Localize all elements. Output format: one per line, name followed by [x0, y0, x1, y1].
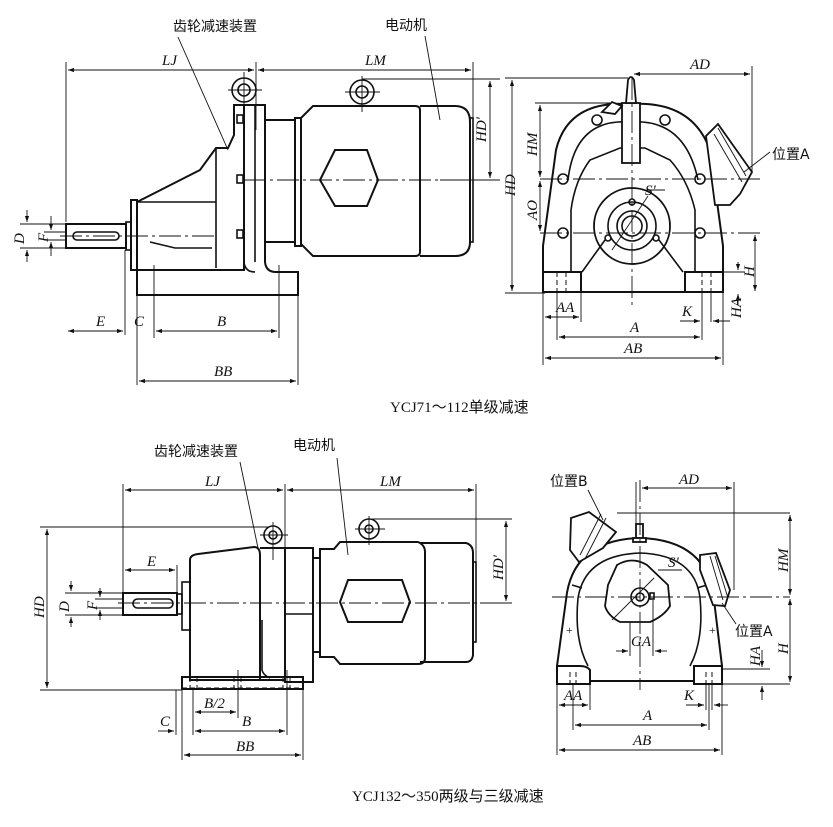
callout-motor-bottom: 电动机	[293, 438, 335, 454]
dim-label-d: D	[12, 233, 28, 245]
dim-label-ao: AO	[525, 200, 541, 221]
caption-top: YCJ71～112单级减速	[390, 399, 529, 416]
top-motor	[264, 76, 474, 257]
top-side-view: LJ LM HD' D F E C B BB 齿轮减速装置 电动机	[12, 18, 500, 385]
top-gear-unit	[130, 72, 299, 296]
dim-label-hm-bottom: HM	[776, 547, 792, 573]
dim-label-f-bottom: F	[85, 600, 101, 611]
dim-label-ha-bottom: HA	[748, 645, 764, 667]
dim-label-lj-bottom: LJ	[204, 474, 221, 490]
dim-label-lm: LM	[364, 53, 387, 69]
callout-motor-top: 电动机	[385, 18, 427, 34]
callout-gear-unit-bottom: 齿轮减速装置	[154, 444, 238, 460]
dim-label-h-top: H	[742, 265, 758, 278]
dim-label-f: F	[36, 232, 52, 243]
caption-bottom: YCJ132～350两级与三级减速	[352, 788, 544, 805]
dim-label-ab-top: AB	[623, 341, 642, 357]
dim-label-b-half: B/2	[204, 696, 225, 712]
dim-label-hd-prime: HD'	[474, 116, 490, 143]
dim-label-ad-top: AD	[689, 57, 710, 73]
bottom-side-view: LJ LM HD' HD D F E B/2	[32, 438, 512, 760]
dim-label-b: B	[217, 314, 226, 330]
dim-label-lm-bottom: LM	[379, 474, 402, 490]
dim-label-aa-top: AA	[555, 300, 575, 316]
dim-label-hd-bottom: HD	[32, 596, 48, 619]
dim-label-s-prime-bottom: S'	[668, 555, 680, 571]
dim-label-h-bottom: H	[776, 642, 792, 655]
top-end-view: HD HM AO H HA AD S' AA K A AB 位置A	[503, 57, 810, 365]
dim-label-hd-prime-bottom: HD'	[491, 554, 507, 581]
dim-label-a-top: A	[629, 320, 640, 336]
dim-label-hd-top-end: HD	[503, 174, 519, 197]
dim-label-hm: HM	[525, 131, 541, 157]
dim-label-d-bottom: D	[57, 601, 73, 613]
dim-label-ad-bottom: AD	[678, 472, 699, 488]
dim-label-ab-bottom: AB	[632, 733, 651, 749]
mark-plus-right: +	[709, 623, 716, 637]
callout-leader-motor	[424, 35, 441, 121]
dim-label-bb-bottom: BB	[236, 739, 254, 755]
bottom-motor	[312, 516, 477, 665]
callout-position-a-top: 位置A	[772, 147, 810, 163]
callout-gear-unit-top: 齿轮减速装置	[173, 19, 257, 35]
dim-label-lj: LJ	[161, 53, 178, 69]
dim-label-aa-bottom: AA	[563, 688, 583, 704]
dim-label-e: E	[95, 314, 105, 330]
callout-leader-gear-unit	[177, 36, 229, 151]
dim-label-c: C	[134, 314, 145, 330]
bottom-end-view: + + AD HM H HA GA S' AA	[550, 472, 793, 755]
mark-plus-left: +	[566, 623, 573, 637]
dim-label-c-bottom: C	[160, 714, 171, 730]
dim-label-a-bottom: A	[642, 708, 653, 724]
dim-label-k-top: K	[681, 304, 693, 320]
dim-label-ha-top: HA	[729, 297, 745, 319]
dim-label-k-bottom: K	[683, 688, 695, 704]
dim-label-bb: BB	[214, 364, 232, 380]
callout-position-b: 位置B	[550, 474, 588, 490]
callout-position-a-bottom: 位置A	[735, 624, 773, 640]
dim-label-b-bottom: B	[242, 714, 251, 730]
dim-label-ga: GA	[631, 634, 652, 650]
dim-label-s-prime-top: S'	[645, 183, 657, 199]
dim-label-e-bottom: E	[146, 554, 156, 570]
